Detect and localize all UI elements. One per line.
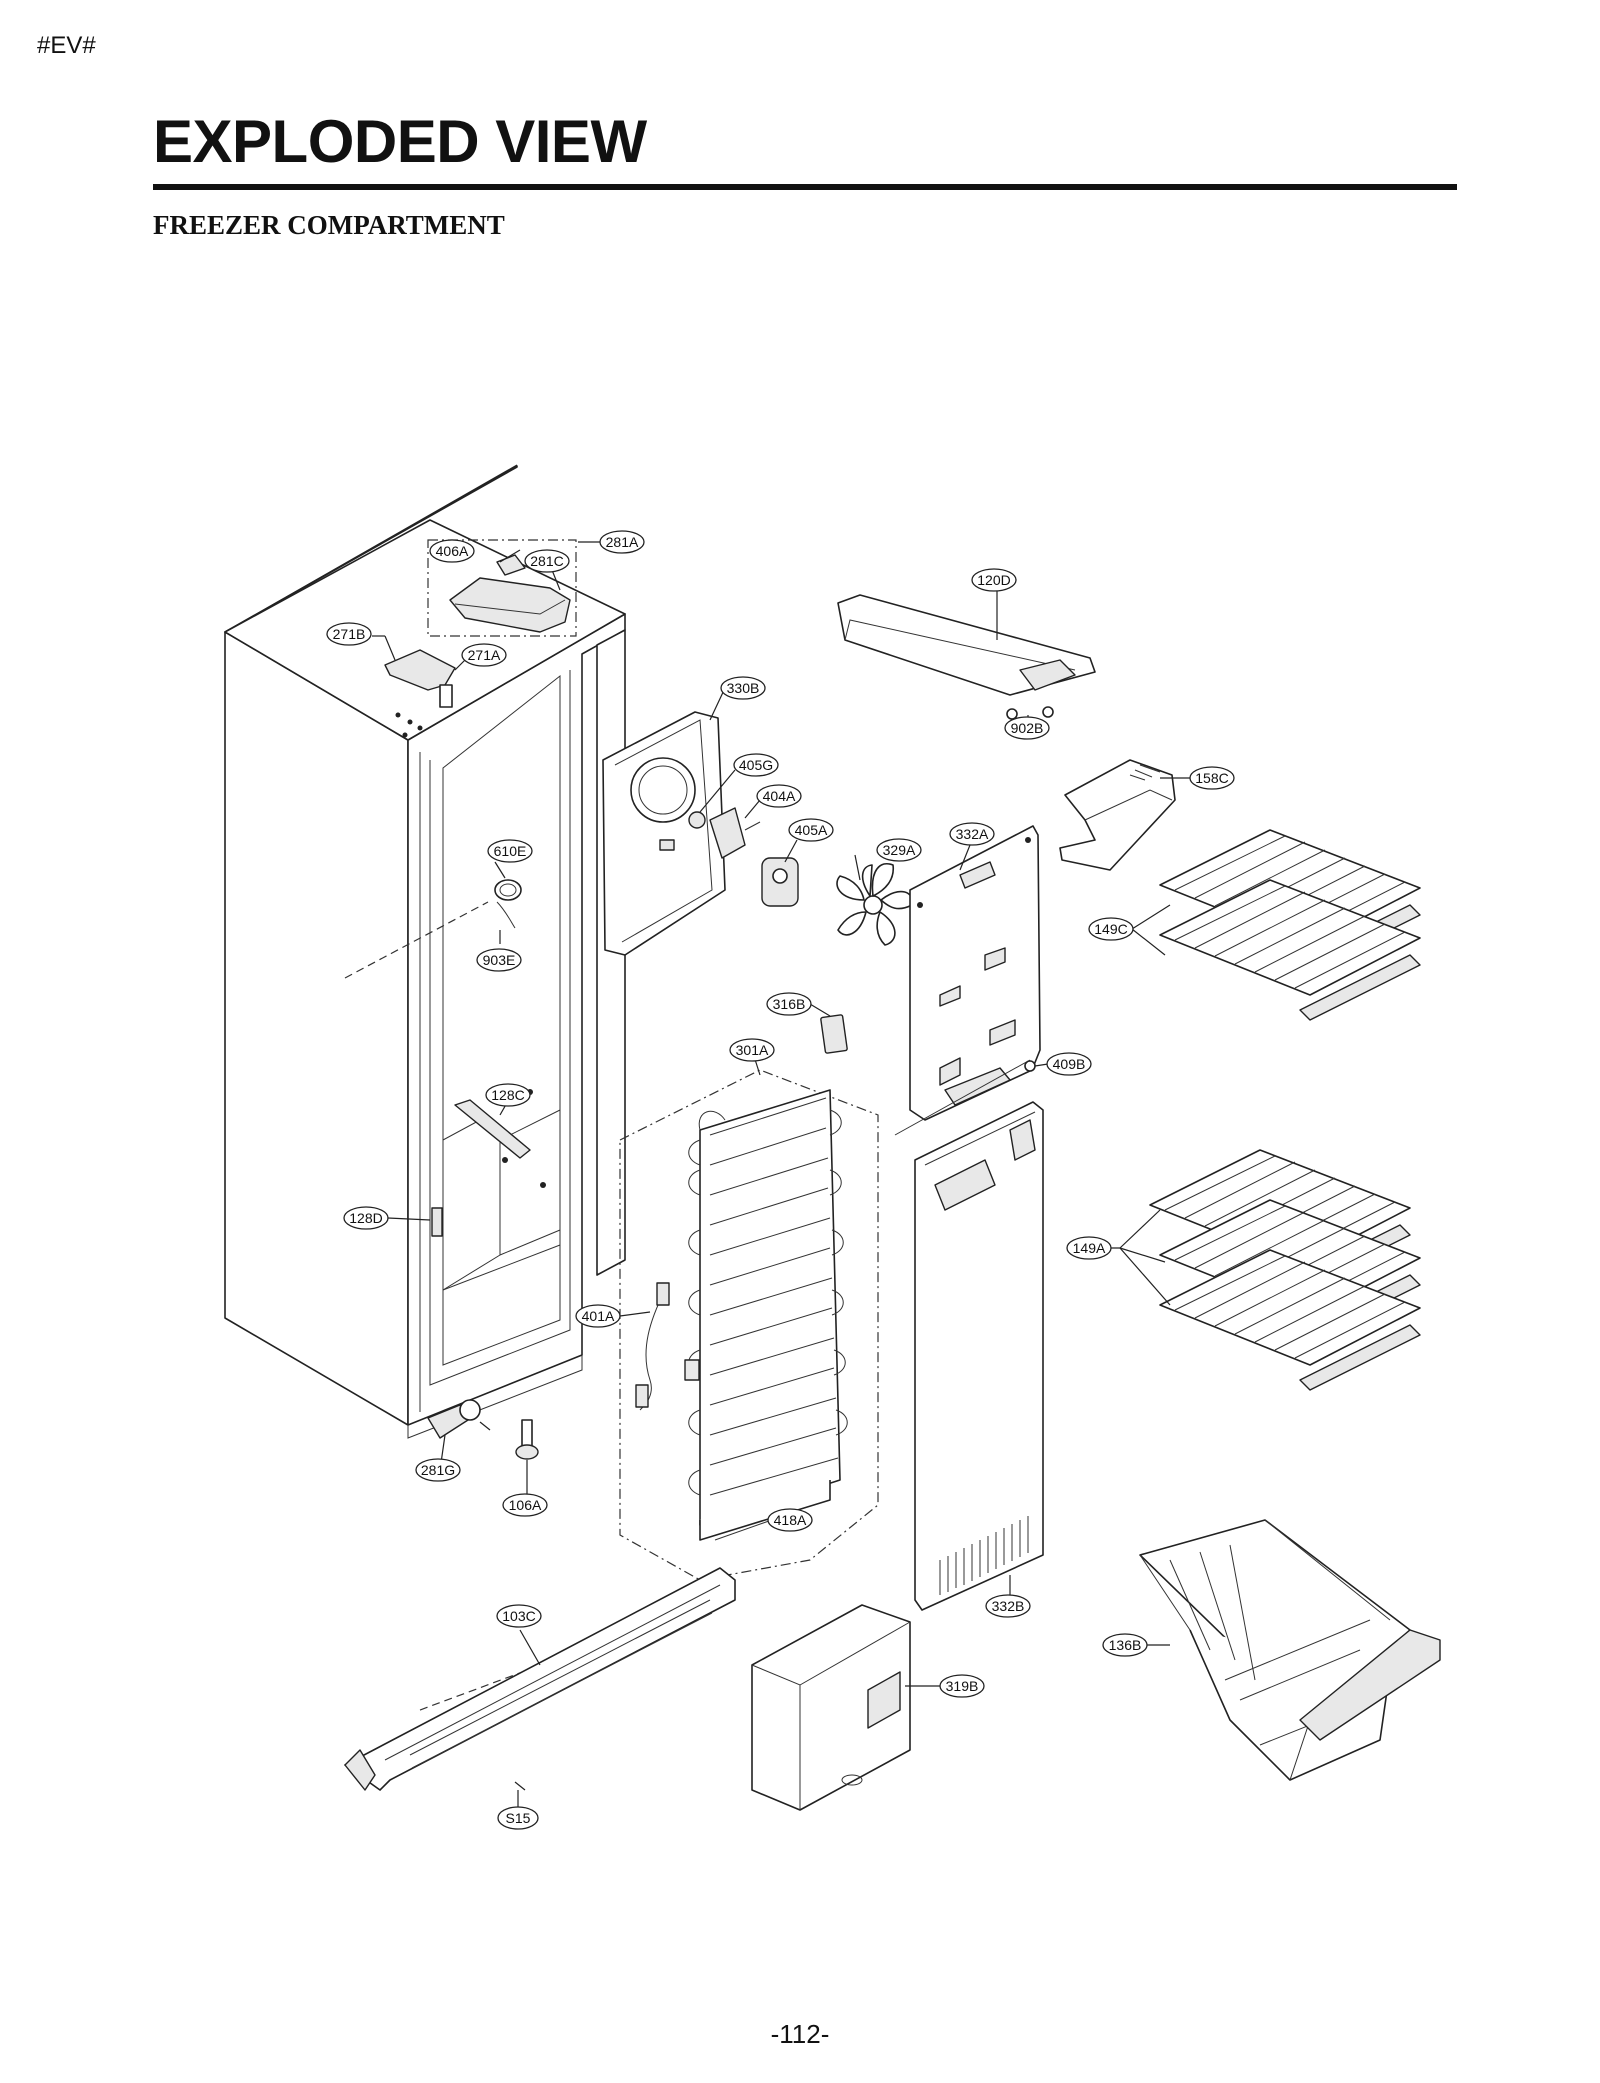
callout-409b-text: 409B bbox=[1053, 1056, 1086, 1072]
page-number: -112- bbox=[770, 2019, 830, 2049]
callout-149c: 149C bbox=[1088, 917, 1134, 941]
document-tag: #EV# bbox=[37, 32, 96, 59]
part-903e bbox=[496, 901, 516, 929]
callout-149a-text: 149A bbox=[1073, 1240, 1106, 1256]
part-610e bbox=[494, 879, 522, 901]
callout-332b-text: 332B bbox=[992, 1598, 1025, 1614]
callout-405g-text: 405G bbox=[739, 757, 773, 773]
callout-281g-text: 281G bbox=[421, 1462, 455, 1478]
part-401a bbox=[635, 1282, 700, 1411]
callout-406a-text: 406A bbox=[436, 543, 469, 559]
part-149a-shelves bbox=[1149, 1149, 1421, 1391]
part-149c-shelves bbox=[1159, 829, 1421, 1021]
part-128c bbox=[454, 1099, 531, 1159]
callout-610e-text: 610E bbox=[494, 843, 527, 859]
callout-271b: 271B bbox=[326, 622, 372, 646]
part-s15 bbox=[514, 1781, 526, 1791]
callout-610e: 610E bbox=[487, 839, 533, 863]
callout-319b-text: 319B bbox=[946, 1678, 979, 1694]
callout-329a-text: 329A bbox=[883, 842, 916, 858]
callout-158c: 158C bbox=[1189, 766, 1235, 790]
callout-103c: 103C bbox=[496, 1604, 542, 1628]
part-281a-assembly bbox=[427, 539, 577, 637]
callout-281a-text: 281A bbox=[606, 534, 639, 550]
callout-281a: 281A bbox=[599, 530, 645, 554]
page-title: EXPLODED VIEW bbox=[153, 108, 647, 175]
part-281g bbox=[427, 1399, 491, 1439]
callout-106a: 106A bbox=[502, 1493, 548, 1517]
part-404a bbox=[709, 807, 761, 859]
callout-330b-text: 330B bbox=[727, 680, 760, 696]
callout-120d: 120D bbox=[971, 568, 1017, 592]
callout-128d-text: 128D bbox=[349, 1210, 382, 1226]
callout-271b-text: 271B bbox=[333, 626, 366, 642]
callout-418a-text: 418A bbox=[774, 1512, 807, 1528]
callout-s15: S15 bbox=[497, 1806, 539, 1830]
callout-301a: 301A bbox=[729, 1038, 775, 1062]
part-103c bbox=[344, 1567, 736, 1791]
callout-405a-text: 405A bbox=[795, 822, 828, 838]
part-106a bbox=[515, 1419, 539, 1460]
callout-330b: 330B bbox=[720, 676, 766, 700]
callout-418a: 418A bbox=[767, 1508, 813, 1532]
callout-281c: 281C bbox=[524, 549, 570, 573]
callout-128c-text: 128C bbox=[491, 1087, 524, 1103]
title-rule bbox=[153, 184, 1457, 190]
part-332b-panel bbox=[914, 1101, 1044, 1611]
callout-332b: 332B bbox=[985, 1594, 1031, 1618]
part-330b bbox=[602, 711, 726, 956]
callout-128d: 128D bbox=[343, 1206, 389, 1230]
callout-158c-text: 158C bbox=[1195, 770, 1228, 786]
part-329a-fan bbox=[836, 863, 914, 946]
callout-401a: 401A bbox=[575, 1304, 621, 1328]
callout-301a-text: 301A bbox=[736, 1042, 769, 1058]
callout-s15-text: S15 bbox=[506, 1810, 531, 1826]
callout-902b-text: 902B bbox=[1011, 720, 1044, 736]
callout-271a-text: 271A bbox=[468, 647, 501, 663]
callout-149c-text: 149C bbox=[1094, 921, 1127, 937]
callout-903e: 903E bbox=[476, 948, 522, 972]
callout-902b: 902B bbox=[1004, 716, 1050, 740]
callout-103c-text: 103C bbox=[502, 1608, 535, 1624]
callout-332a: 332A bbox=[949, 822, 995, 846]
callout-149a: 149A bbox=[1066, 1236, 1112, 1260]
part-319b bbox=[751, 1604, 911, 1811]
callout-332a-text: 332A bbox=[956, 826, 989, 842]
callout-106a-text: 106A bbox=[509, 1497, 542, 1513]
callout-128c: 128C bbox=[485, 1083, 531, 1107]
callout-404a-text: 404A bbox=[763, 788, 796, 804]
callout-401a-text: 401A bbox=[582, 1308, 615, 1324]
part-301a-evaporator bbox=[619, 1069, 879, 1581]
callout-406a: 406A bbox=[429, 539, 475, 563]
callout-405a: 405A bbox=[788, 818, 834, 842]
part-128d bbox=[431, 1207, 443, 1237]
callout-404a: 404A bbox=[756, 784, 802, 808]
callout-316b-text: 316B bbox=[773, 996, 806, 1012]
callout-409b: 409B bbox=[1046, 1052, 1092, 1076]
callout-281c-text: 281C bbox=[530, 553, 563, 569]
callout-120d-text: 120D bbox=[977, 572, 1010, 588]
callout-903e-text: 903E bbox=[483, 952, 516, 968]
part-158c bbox=[1059, 759, 1176, 871]
callout-281g: 281G bbox=[415, 1458, 461, 1482]
section-subtitle: FREEZER COMPARTMENT bbox=[153, 210, 505, 240]
part-405a bbox=[761, 857, 799, 907]
part-120d bbox=[837, 594, 1096, 720]
callout-136b-text: 136B bbox=[1109, 1637, 1142, 1653]
part-316b bbox=[820, 1014, 848, 1054]
callout-329a: 329A bbox=[876, 838, 922, 862]
part-332a-panel bbox=[894, 825, 1041, 1136]
part-409b bbox=[1024, 1060, 1036, 1072]
callout-271a: 271A bbox=[461, 643, 507, 667]
callout-136b: 136B bbox=[1102, 1633, 1148, 1657]
callout-316b: 316B bbox=[766, 992, 812, 1016]
callout-405g: 405G bbox=[733, 753, 779, 777]
part-136b-basket bbox=[1139, 1519, 1441, 1781]
callout-319b: 319B bbox=[939, 1674, 985, 1698]
part-271a bbox=[384, 649, 456, 708]
